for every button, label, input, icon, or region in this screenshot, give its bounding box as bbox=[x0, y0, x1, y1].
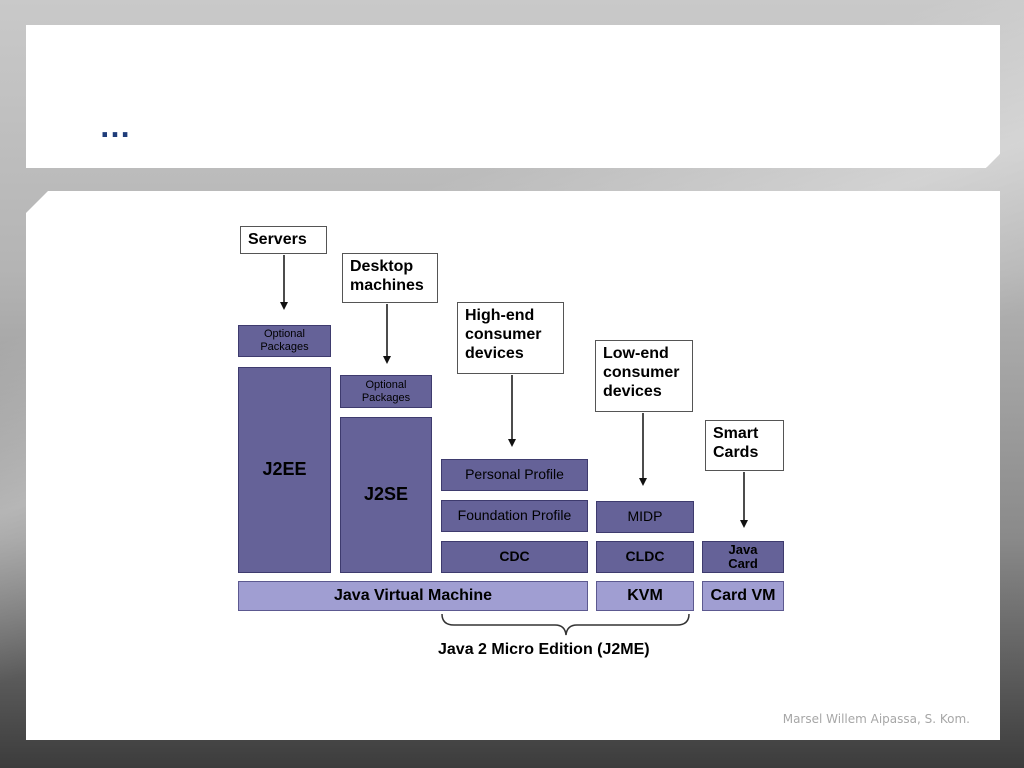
j2me-brace bbox=[441, 613, 690, 636]
label-servers: Servers bbox=[240, 226, 327, 254]
label-smart-cards: Smart Cards bbox=[705, 420, 784, 471]
foundation-profile-block: Foundation Profile bbox=[441, 500, 588, 532]
j2se-block: J2SE bbox=[340, 417, 432, 573]
j2ee-block: J2EE bbox=[238, 367, 331, 573]
java-virtual-machine-block: Java Virtual Machine bbox=[238, 581, 588, 611]
card-vm-block: Card VM bbox=[702, 581, 784, 611]
label-low-end-consumer-devices: Low-end consumer devices bbox=[595, 340, 693, 412]
midp-block: MIDP bbox=[596, 501, 694, 533]
footer-author: Marsel Willem Aipassa, S. Kom. bbox=[782, 712, 970, 726]
cdc-block: CDC bbox=[441, 541, 588, 573]
kvm-block: KVM bbox=[596, 581, 694, 611]
title-panel bbox=[26, 25, 1000, 168]
j2se-optional-packages: Optional Packages bbox=[340, 375, 432, 408]
java-card-block: Java Card bbox=[702, 541, 784, 573]
personal-profile-block: Personal Profile bbox=[441, 459, 588, 491]
cldc-block: CLDC bbox=[596, 541, 694, 573]
j2me-label: Java 2 Micro Edition (J2ME) bbox=[438, 641, 650, 658]
j2ee-optional-packages: Optional Packages bbox=[238, 325, 331, 357]
label-desktop-machines: Desktop machines bbox=[342, 253, 438, 303]
slide-title: … bbox=[99, 108, 133, 144]
label-high-end-consumer-devices: High-end consumer devices bbox=[457, 302, 564, 374]
